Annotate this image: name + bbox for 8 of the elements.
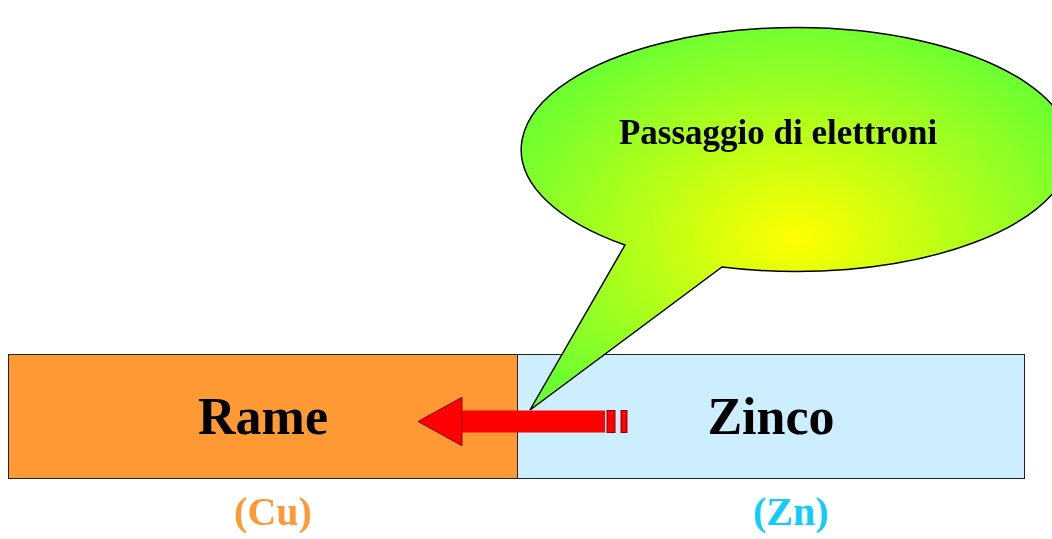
metal-name: Rame <box>198 387 328 446</box>
element-symbol: (Zn) <box>753 488 829 535</box>
electron-flow-arrow <box>417 396 628 447</box>
copper-strip <box>8 354 518 479</box>
element-symbol: (Cu) <box>234 488 312 535</box>
zinc-strip <box>517 354 1025 479</box>
metal-name: Zinco <box>707 387 835 446</box>
bubble-text: Passaggio di elettroni <box>618 113 938 153</box>
